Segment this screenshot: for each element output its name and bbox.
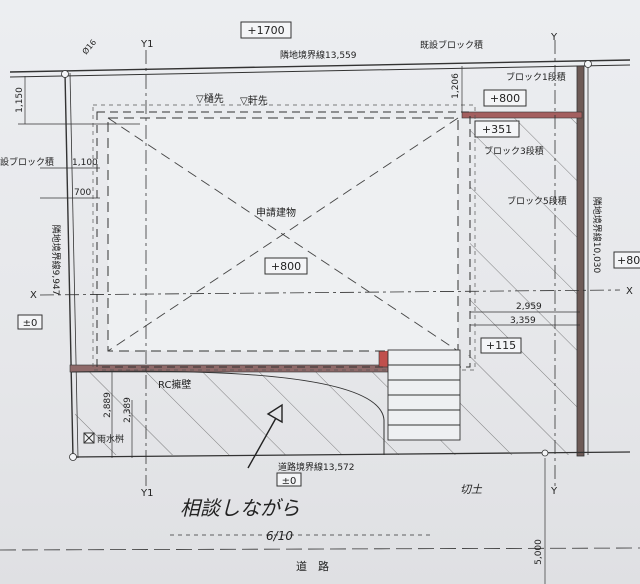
boundary-left-label: 隣地境界線9,947 [50, 225, 62, 296]
entrance-stairs [387, 349, 461, 441]
handwritten-arrow [247, 403, 283, 469]
existing-block-label: 既設ブロック積 [420, 39, 483, 51]
grid-axes [39, 40, 621, 486]
elevation-left: ±0 [23, 318, 38, 329]
dim-700: 700 [74, 188, 91, 198]
road-lines [0, 534, 640, 551]
drain-label: 雨水桝 [97, 433, 124, 445]
corner-markers [61, 60, 592, 461]
dimension-lines [18, 66, 580, 584]
axis-x-left: X [30, 290, 37, 301]
handwritten-date: 6/10 [266, 529, 293, 543]
elevation-boxes [17, 21, 640, 487]
drain-box [83, 432, 95, 444]
dim-2959: 2,959 [516, 302, 542, 312]
elevation-top: +1700 [247, 24, 284, 37]
handwritten-note: 相談しながら [180, 496, 300, 520]
block5-label: ブロック5段積 [507, 195, 567, 207]
elevation-far-right: +80 [617, 254, 640, 267]
dim-2889: 2,889 [103, 392, 113, 418]
block1-label: ブロック1段積 [506, 71, 566, 83]
elevation-lower-right: +115 [486, 339, 516, 352]
elevation-right-mid: +351 [482, 123, 512, 136]
elevation-bottom: ±0 [282, 476, 297, 487]
eaves1-label: ▽樋先 [196, 92, 224, 105]
road-label: 道 路 [296, 559, 329, 573]
dim-1100: 1,100 [72, 158, 98, 168]
block-strip [461, 111, 583, 119]
dim-3359: 3,359 [510, 316, 536, 326]
rc-wall-label: RC擁壁 [158, 378, 191, 391]
axis-y-bottom: Y [550, 486, 558, 497]
road-boundary [71, 451, 631, 458]
boundary-top-label: 隣地境界線13,559 [280, 49, 357, 61]
dim-1150: 1,150 [15, 87, 25, 113]
elevation-right-top: +800 [490, 92, 520, 105]
dim-1206: 1,206 [451, 73, 461, 99]
block-left-label: 設ブロック積 [0, 156, 54, 168]
axis-x-right: X [626, 286, 633, 297]
building-outline [107, 117, 459, 352]
block3-label: ブロック3段積 [484, 145, 544, 157]
boundary-road-label: 道路境界線13,572 [278, 461, 355, 473]
left-boundary [64, 72, 79, 459]
boundary-right-label: 隣地境界線10,030 [591, 197, 603, 274]
dim-5000: 5,000 [534, 539, 544, 565]
axis-y1-bottom: Y1 [140, 488, 153, 499]
elevation-center: +800 [271, 260, 301, 273]
dim-phi: Ø16 [80, 37, 98, 56]
dim-2389: 2,389 [123, 397, 133, 423]
top-boundary-wall [9, 59, 631, 78]
gutter-line [92, 104, 476, 371]
building-label: 申請建物 [256, 206, 296, 219]
axis-y-top: Y [550, 32, 558, 43]
eaves2-label: ▽軒先 [240, 95, 268, 107]
axis-y1-top: Y1 [140, 39, 153, 50]
eaves-line [96, 111, 471, 368]
right-boundary-wall [576, 64, 589, 457]
cut-label: 切土 [460, 483, 483, 496]
